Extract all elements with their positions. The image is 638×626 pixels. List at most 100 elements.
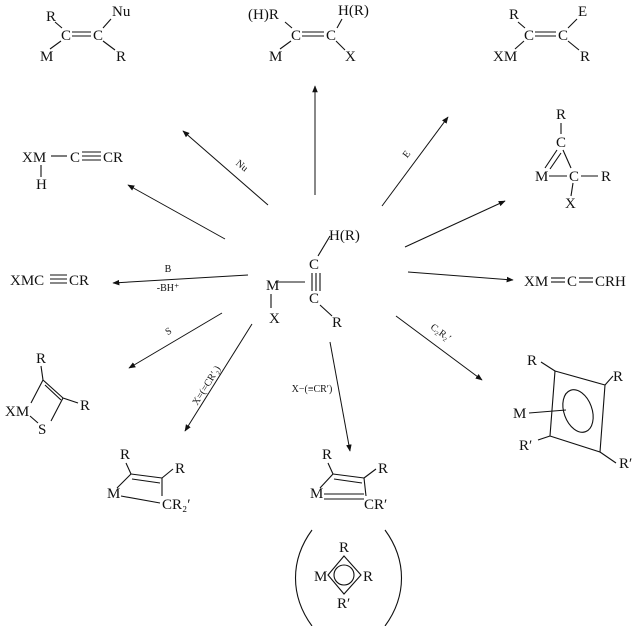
center-hr: H(R) <box>329 228 360 244</box>
arrow-xcr <box>329 341 352 452</box>
bl-bond-db1 <box>130 473 163 479</box>
product-left-middle: XMC CR <box>10 273 89 289</box>
tl-c2: C <box>93 28 103 44</box>
lm-cr: CR <box>69 273 89 289</box>
tl-r2: R <box>116 49 126 65</box>
tr-c1: C <box>524 28 534 44</box>
tc-hr2: H(R) <box>338 3 369 19</box>
tr-bond-r2 <box>567 40 580 51</box>
rm-xm: XM <box>524 274 548 290</box>
product-top-center: (H)R H(R) M C C X <box>248 3 369 65</box>
bc-bond-db2 <box>333 478 363 484</box>
bc-bond-r2 <box>363 468 377 479</box>
rl-bond-bl <box>537 435 551 441</box>
rl-r-tl: R <box>527 353 537 369</box>
rl-r-tr: R <box>613 369 623 385</box>
tl-bond-nu <box>102 18 112 29</box>
rl-aromatic-ring <box>562 389 594 433</box>
ll-bond-db2 <box>44 384 62 401</box>
product-right-lower: R R M R′ R′ <box>513 353 632 472</box>
bl-bond-db2 <box>131 478 161 484</box>
product-bottom-paren: R M R R′ <box>295 529 402 626</box>
bl-bond-r1 <box>125 462 132 475</box>
rl-bond-tl <box>540 361 556 372</box>
tl-bond-r1 <box>54 21 63 29</box>
bl-m: M <box>107 486 120 502</box>
arrow-nu <box>182 130 269 206</box>
center-r: R <box>332 315 342 331</box>
arrows <box>112 85 514 452</box>
reagent-xcr2: X=(=CR′₂) <box>191 364 224 407</box>
arrow-xcr2 <box>184 323 253 432</box>
bc-bond-r1 <box>327 462 334 475</box>
reagent-e: E <box>401 149 413 160</box>
tr-bond-xm <box>514 40 525 50</box>
tr-r1: R <box>509 7 519 23</box>
tc-bond-r1 <box>284 21 293 29</box>
lu-c: C <box>70 150 80 166</box>
bc-bond-cm <box>319 473 334 489</box>
bp-ring <box>327 555 362 595</box>
tl-nu: Nu <box>112 4 131 20</box>
rl-r-br: R′ <box>619 456 632 472</box>
bc-bond-db1 <box>332 473 365 479</box>
tl-bond-m <box>49 40 62 50</box>
tr-bond-e <box>567 18 578 29</box>
arrow-e <box>381 116 449 207</box>
rm-c: C <box>567 274 577 290</box>
lu-xm: XM <box>22 150 46 166</box>
tr-e: E <box>578 4 587 20</box>
arrow-s <box>128 312 223 369</box>
bp-r-bottom: R′ <box>337 596 350 612</box>
center-c-bottom: C <box>309 291 319 307</box>
reagent-xcr: X−(≡CR′) <box>292 384 333 395</box>
ru-m: M <box>535 169 548 185</box>
rm-crh: CRH <box>595 274 626 290</box>
ll-bond-rc <box>40 365 44 381</box>
bond-c-h <box>317 235 331 257</box>
ll-bond-db1 <box>42 379 64 399</box>
ru-bond-cm1 <box>544 149 558 169</box>
ru-x: X <box>565 196 576 212</box>
tl-r1: R <box>46 9 56 25</box>
lu-cr: CR <box>103 150 123 166</box>
bc-r2: R <box>378 461 388 477</box>
ru-bond-cm2 <box>549 152 562 170</box>
product-left-lower: R XM R S <box>5 351 90 438</box>
bc-m: M <box>310 486 323 502</box>
ll-bond-cm <box>30 379 44 404</box>
reagent-nu: Nu <box>233 158 249 174</box>
bc-r1: R <box>322 447 332 463</box>
bc-cr: CR′ <box>364 497 387 513</box>
ll-r-right: R <box>80 398 90 414</box>
bl-r1: R <box>120 447 130 463</box>
ru-bond-cx <box>570 182 574 197</box>
tr-r2: R <box>580 49 590 65</box>
reagent-s: S <box>163 326 173 338</box>
center-complex: M X C C H(R) R <box>266 228 360 331</box>
bl-cr2: CR₂′ <box>162 497 191 513</box>
tc-bond-m <box>279 40 292 50</box>
ll-bond-ms <box>29 415 39 424</box>
rl-r-bl: R′ <box>519 438 532 454</box>
ll-s: S <box>38 422 46 438</box>
product-top-left: R Nu M C C R <box>40 4 131 65</box>
ru-r-top: R <box>556 107 566 123</box>
ru-r-right: R <box>601 169 611 185</box>
ll-r-top: R <box>36 351 46 367</box>
ll-xm: XM <box>5 404 29 420</box>
product-right-middle: XM C CRH <box>524 274 626 290</box>
center-c-top: C <box>309 257 319 273</box>
tc-x: X <box>345 49 356 65</box>
tr-bond-r1 <box>517 21 526 29</box>
tr-c2: C <box>558 28 568 44</box>
center-m: M <box>266 278 279 294</box>
product-top-right: R E XM C C R <box>493 4 590 65</box>
bp-aromatic-circle <box>333 564 355 586</box>
tr-xm: XM <box>493 49 517 65</box>
lu-h: H <box>36 177 47 193</box>
ll-bond-cr <box>62 397 79 404</box>
arrow-right-upper <box>404 200 506 248</box>
tc-hr1: (H)R <box>248 7 279 23</box>
